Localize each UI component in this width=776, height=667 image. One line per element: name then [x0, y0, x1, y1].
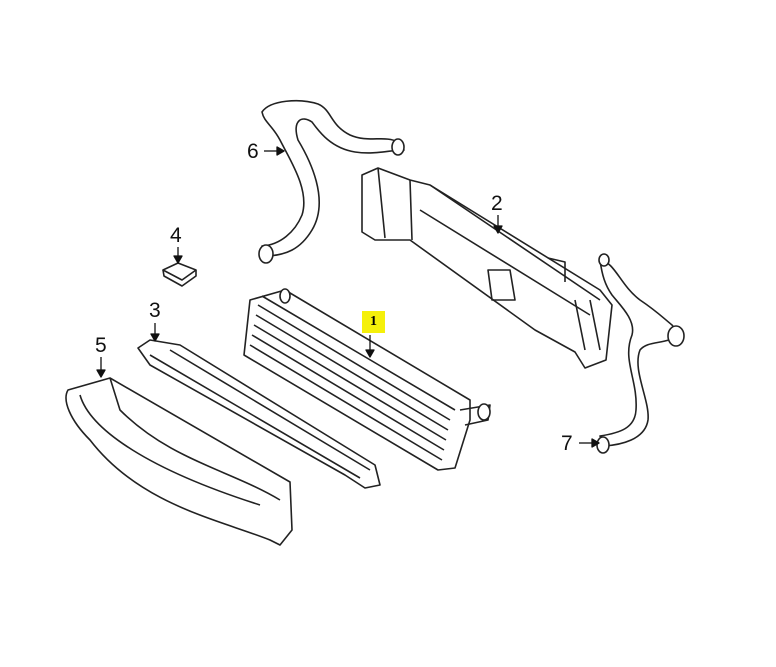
callout-label-2[interactable]: 2: [491, 192, 503, 215]
upper-support-drawing: [361, 167, 613, 369]
shroud-drawing: [65, 377, 293, 546]
radiator-drawing: [243, 288, 491, 471]
callout-label-3[interactable]: 3: [149, 299, 161, 322]
callout-label-6[interactable]: 6: [247, 140, 259, 163]
callout-label-1[interactable]: 1: [362, 311, 385, 333]
lower-hose-drawing: [596, 253, 685, 454]
bracket-drawing: [137, 339, 381, 489]
callout-arrows: [96, 146, 600, 448]
callout-label-7[interactable]: 7: [561, 432, 573, 455]
pad-drawing: [162, 262, 197, 287]
upper-hose-drawing: [258, 99, 405, 264]
callout-label-5[interactable]: 5: [95, 334, 107, 357]
callout-label-4[interactable]: 4: [170, 224, 182, 247]
